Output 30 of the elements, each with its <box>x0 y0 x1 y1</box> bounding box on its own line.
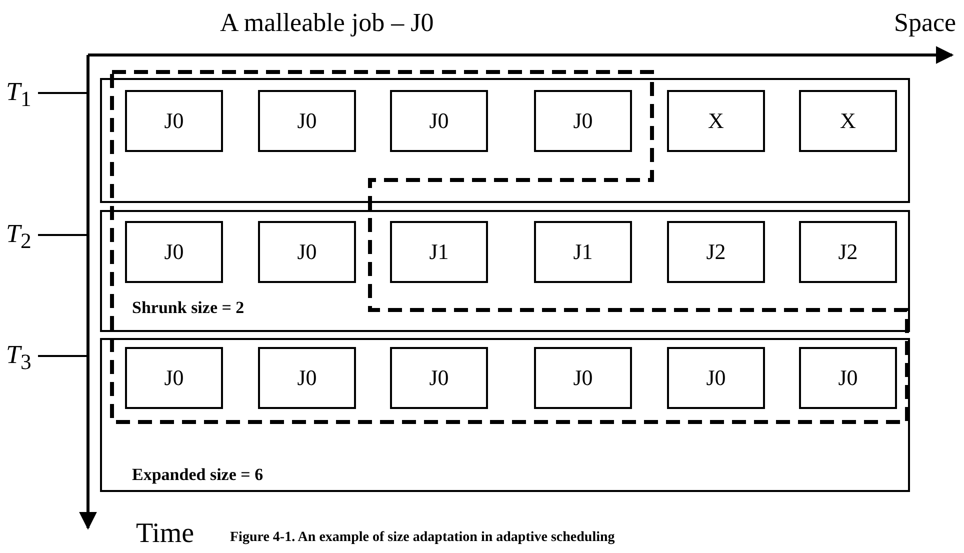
axis-label: Time <box>136 518 194 550</box>
size-label: Expanded size = 6 <box>132 465 264 485</box>
processor-box: J0 <box>390 347 488 409</box>
processor-box: J1 <box>390 221 488 283</box>
diagram-title: A malleable job – J0 <box>220 8 434 38</box>
time-slot-box <box>100 338 910 492</box>
time-slot-box <box>100 78 910 203</box>
processor-box: J0 <box>258 221 356 283</box>
processor-box: J0 <box>125 347 223 409</box>
size-label: Shrunk size = 2 <box>132 298 244 318</box>
processor-box: X <box>667 90 765 152</box>
processor-box: X <box>799 90 897 152</box>
time-label: T$_{2}$ <box>6 219 32 254</box>
processor-box: J0 <box>534 90 632 152</box>
time-label: T$_{1}$ <box>6 77 32 112</box>
figure-caption: Figure 4-1. An example of size adaptation in adaptive scheduling <box>230 530 615 546</box>
processor-box: J0 <box>799 347 897 409</box>
time-slot-box <box>100 210 910 332</box>
processor-box: J2 <box>667 221 765 283</box>
processor-box: J0 <box>258 347 356 409</box>
processor-box: J0 <box>667 347 765 409</box>
processor-box: J0 <box>258 90 356 152</box>
processor-box: J0 <box>534 347 632 409</box>
processor-box: J1 <box>534 221 632 283</box>
processor-box: J2 <box>799 221 897 283</box>
processor-box: J0 <box>390 90 488 152</box>
processor-box: J0 <box>125 90 223 152</box>
axis-label: Space <box>894 8 956 38</box>
processor-box: J0 <box>125 221 223 283</box>
time-label: T$_{3}$ <box>6 340 32 376</box>
